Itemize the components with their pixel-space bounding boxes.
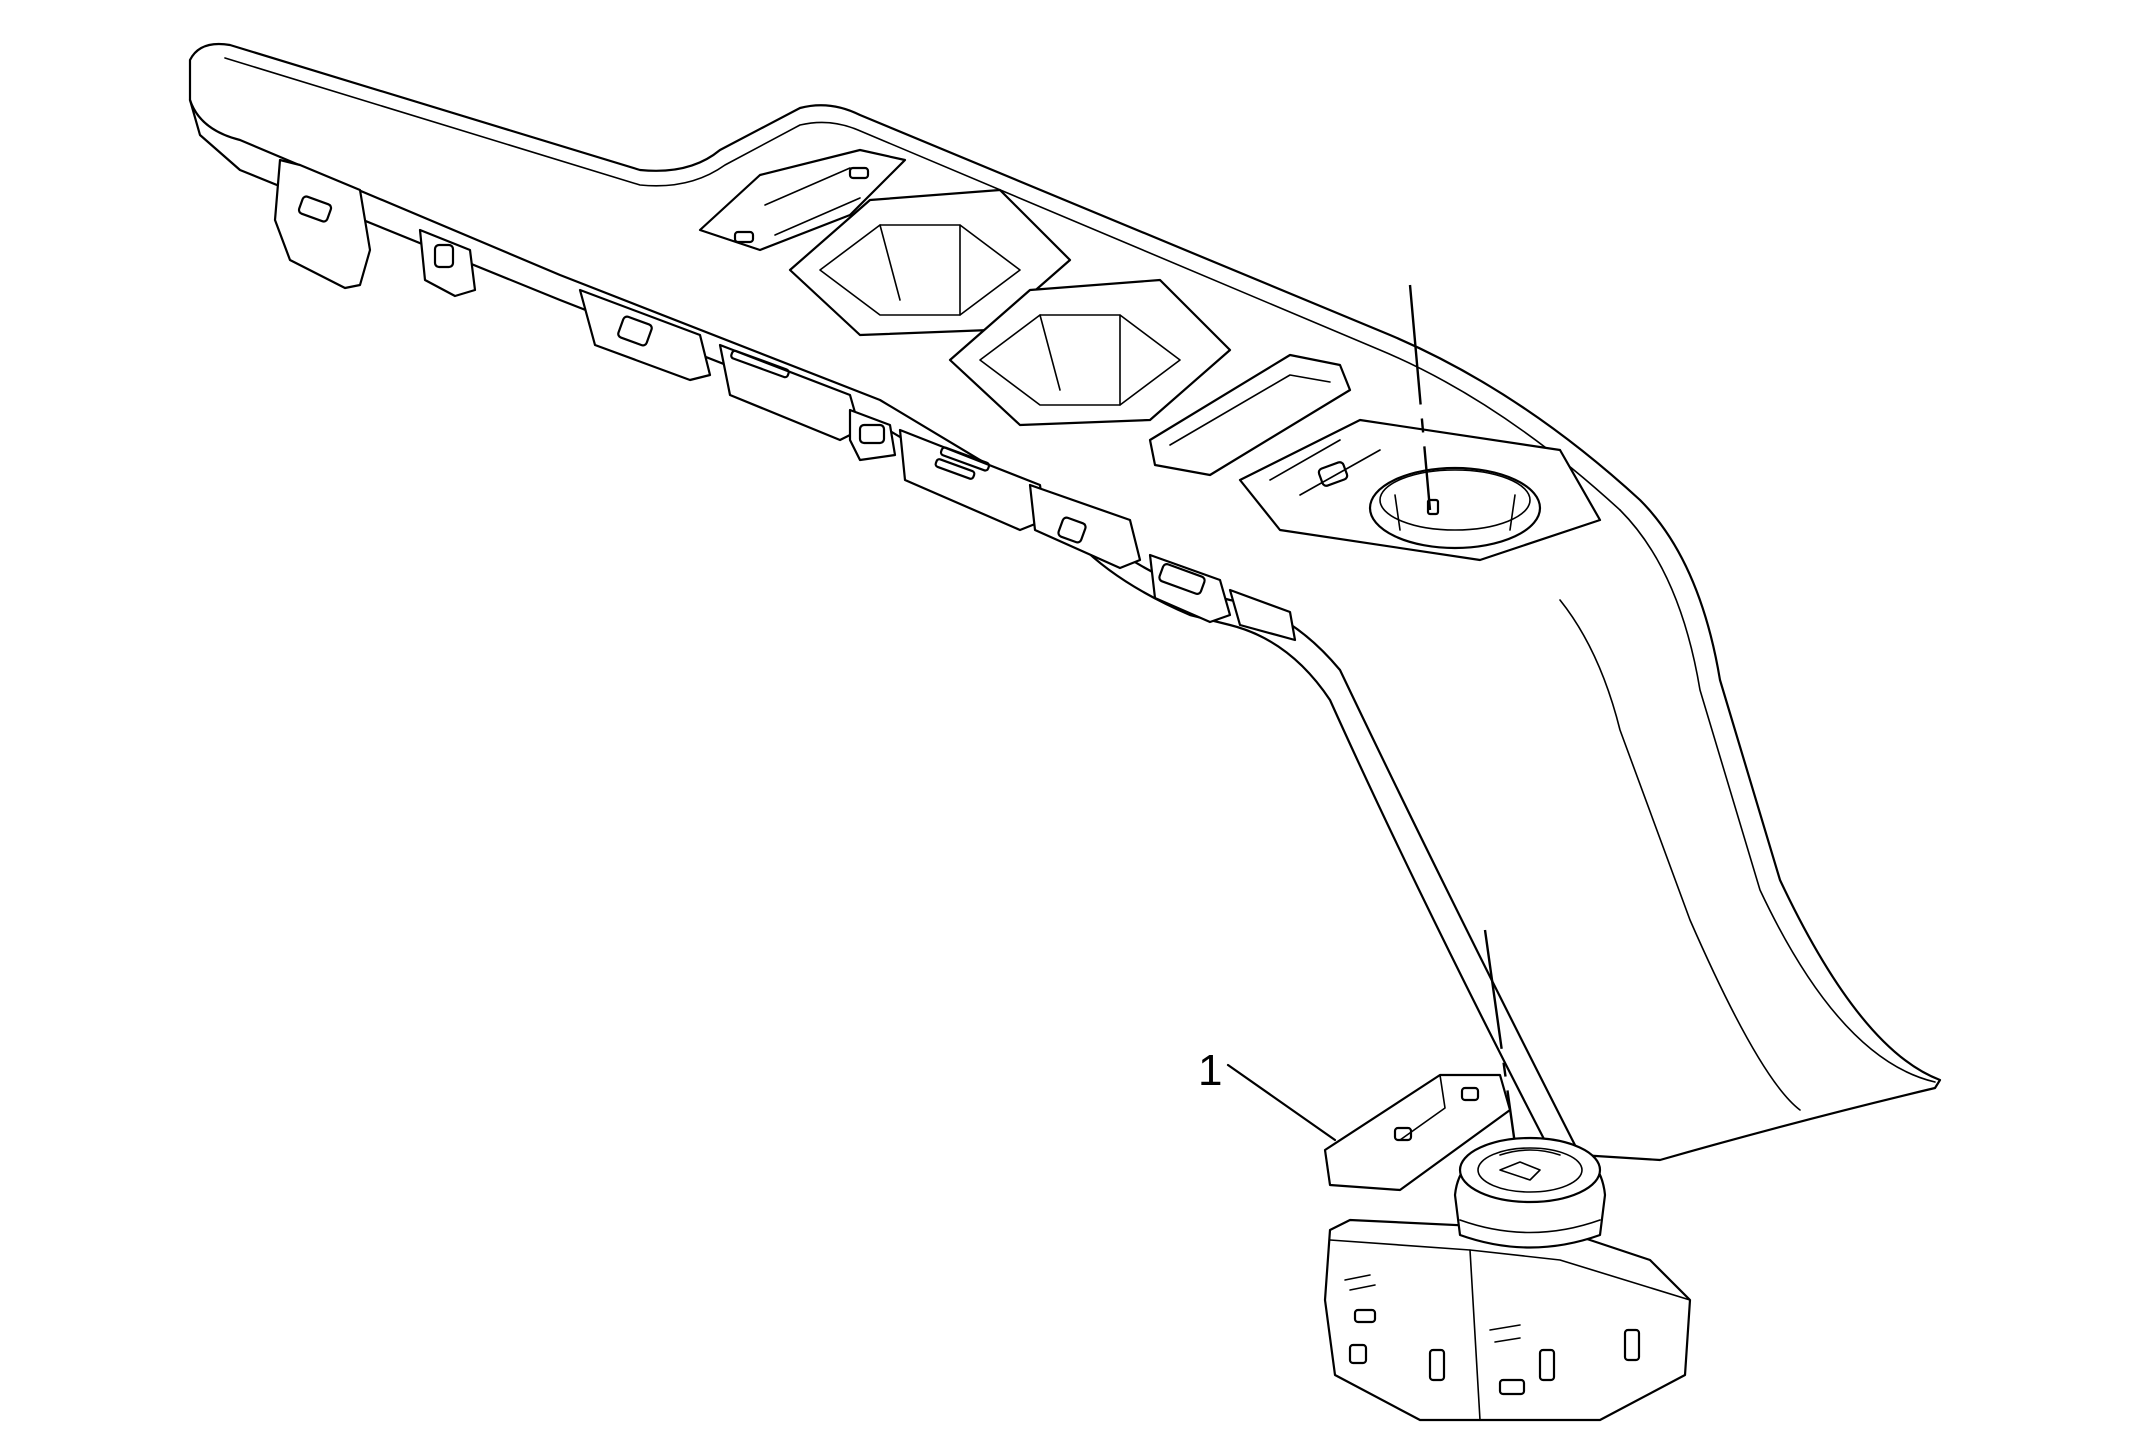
window-switch-buttons [698, 148, 1232, 427]
outside-mirror-switch [1323, 1073, 1692, 1422]
armrest-trim-panel [188, 42, 1942, 1172]
mounting-clips [273, 158, 1297, 642]
callout-leader [1226, 1063, 1337, 1142]
callout-number: 1 [1198, 1046, 1222, 1095]
lock-and-mirror-opening [1148, 353, 1602, 562]
callout-1: 1 [1198, 1046, 1337, 1142]
installation-centerline [1408, 284, 1432, 511]
